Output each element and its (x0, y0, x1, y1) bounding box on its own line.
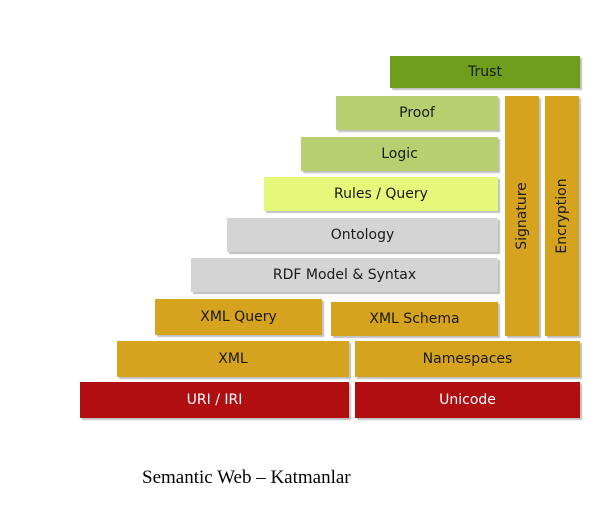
namespaces-label: Namespaces (422, 351, 513, 367)
encryption-label: Encryption (554, 178, 570, 254)
rules-query-label: Rules / Query (334, 186, 428, 202)
signature-layer: Signature (505, 96, 539, 336)
logic-label: Logic (381, 146, 418, 162)
logic-layer: Logic (301, 137, 498, 171)
uri-iri-label: URI / IRI (186, 392, 243, 408)
uri-iri-layer: URI / IRI (80, 382, 349, 418)
encryption-layer: Encryption (545, 96, 579, 336)
unicode-label: Unicode (439, 392, 496, 408)
proof-label: Proof (399, 105, 435, 121)
trust-layer: Trust (390, 56, 580, 88)
trust-label: Trust (468, 64, 502, 80)
unicode-layer: Unicode (355, 382, 580, 418)
ontology-label: Ontology (330, 227, 395, 243)
namespaces-layer: Namespaces (355, 341, 580, 377)
xml-label: XML (218, 351, 248, 367)
proof-layer: Proof (336, 96, 498, 130)
xml-schema-label: XML Schema (369, 311, 460, 327)
rdf-label: RDF Model & Syntax (272, 267, 417, 283)
rules-query-layer: Rules / Query (264, 177, 498, 211)
rdf-layer: RDF Model & Syntax (191, 258, 498, 292)
xml-schema-layer: XML Schema (331, 302, 498, 336)
xml-query-label: XML Query (200, 309, 277, 325)
signature-label: Signature (514, 182, 530, 250)
xml-layer: XML (117, 341, 349, 377)
ontology-layer: Ontology (227, 218, 498, 252)
figure-caption: Semantic Web – Katmanlar (142, 467, 351, 488)
xml-query-layer: XML Query (155, 299, 322, 335)
